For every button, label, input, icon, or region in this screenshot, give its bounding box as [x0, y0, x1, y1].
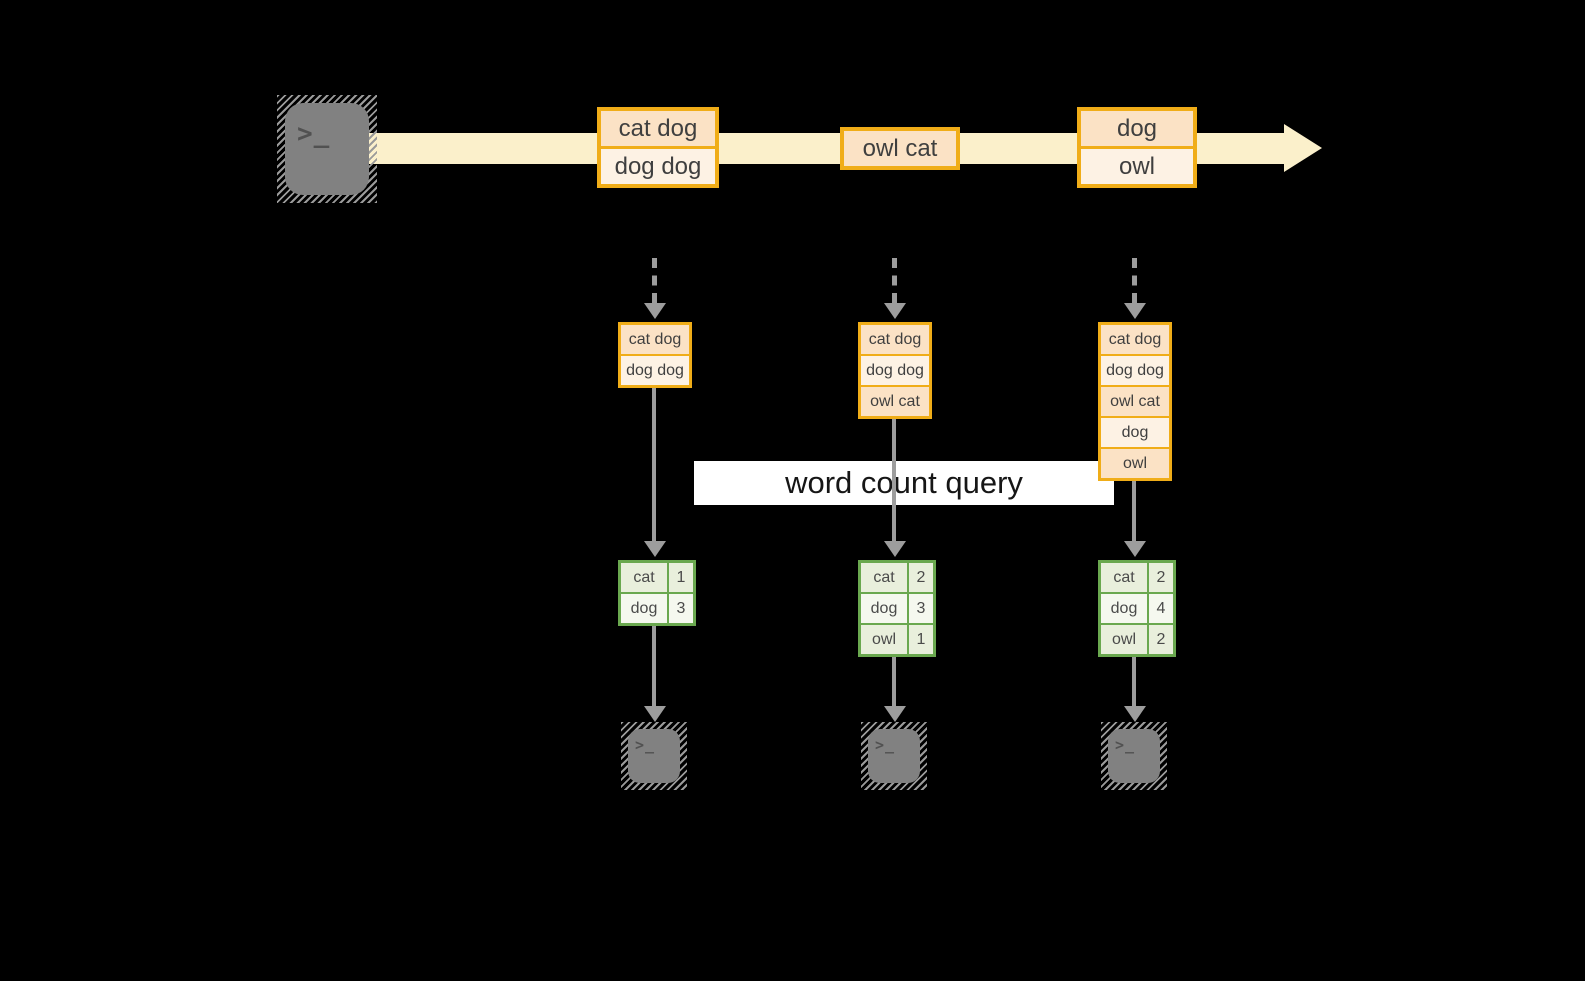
- count-value: 4: [1149, 594, 1173, 623]
- arrowhead-down-icon: [644, 541, 666, 557]
- terminal-prompt-glyph: >_: [297, 119, 331, 149]
- terminal-prompt-glyph: >_: [875, 736, 896, 754]
- state-box-1: cat dog dog dog: [618, 322, 692, 388]
- terminal-body: [1108, 729, 1160, 783]
- stream-message-3: dog owl: [1077, 107, 1197, 188]
- arrowhead-down-icon: [644, 303, 666, 319]
- count-word: owl: [861, 625, 907, 654]
- count-word: cat: [861, 563, 907, 592]
- count-word: cat: [1101, 563, 1147, 592]
- count-table-3: cat 2 dog 4 owl 2: [1098, 560, 1176, 657]
- state-box-3: cat dog dog dog owl cat dog owl: [1098, 322, 1172, 481]
- solid-connector: [652, 388, 656, 541]
- count-word: cat: [621, 563, 667, 592]
- dashed-connector: [652, 258, 657, 303]
- terminal-sink-icon: >_: [861, 722, 927, 790]
- query-label-band: word count query: [694, 461, 1114, 505]
- stream-message-2: owl cat: [840, 127, 960, 170]
- dashed-connector: [1132, 258, 1137, 303]
- arrowhead-down-icon: [644, 706, 666, 722]
- message-row: dog: [1081, 111, 1193, 146]
- count-word: dog: [861, 594, 907, 623]
- count-table-2: cat 2 dog 3 owl 1: [858, 560, 936, 657]
- terminal-prompt-glyph: >_: [1115, 736, 1136, 754]
- state-row: dog dog: [1101, 354, 1169, 385]
- arrowhead-down-icon: [884, 541, 906, 557]
- state-row: dog: [1101, 416, 1169, 447]
- count-word: owl: [1101, 625, 1147, 654]
- message-row: dog dog: [601, 146, 715, 184]
- terminal-body: [285, 103, 369, 195]
- query-label: word count query: [785, 465, 1023, 500]
- terminal-body: [628, 729, 680, 783]
- state-row: dog dog: [861, 354, 929, 385]
- count-value: 1: [909, 625, 933, 654]
- solid-connector: [892, 657, 896, 706]
- state-row: owl cat: [1101, 385, 1169, 416]
- terminal-source-icon: >_: [277, 95, 377, 203]
- arrowhead-down-icon: [884, 303, 906, 319]
- message-row: owl cat: [844, 131, 956, 166]
- count-word: dog: [1101, 594, 1147, 623]
- state-row: dog dog: [621, 354, 689, 385]
- solid-connector: [652, 626, 656, 706]
- count-table-1: cat 1 dog 3: [618, 560, 696, 626]
- count-value: 2: [909, 563, 933, 592]
- arrowhead-down-icon: [1124, 303, 1146, 319]
- terminal-sink-icon: >_: [621, 722, 687, 790]
- stream-message-1: cat dog dog dog: [597, 107, 719, 188]
- terminal-sink-icon: >_: [1101, 722, 1167, 790]
- stream-arrowhead-icon: [1284, 124, 1322, 172]
- solid-connector: [1132, 481, 1136, 541]
- state-box-2: cat dog dog dog owl cat: [858, 322, 932, 419]
- solid-connector: [1132, 657, 1136, 706]
- state-row: owl cat: [861, 385, 929, 416]
- arrowhead-down-icon: [1124, 706, 1146, 722]
- state-row: owl: [1101, 447, 1169, 478]
- count-value: 1: [669, 563, 693, 592]
- state-row: cat dog: [621, 325, 689, 354]
- count-word: dog: [621, 594, 667, 623]
- dashed-connector: [892, 258, 897, 303]
- terminal-prompt-glyph: >_: [635, 736, 656, 754]
- count-value: 2: [1149, 625, 1173, 654]
- terminal-body: [868, 729, 920, 783]
- solid-connector: [892, 419, 896, 541]
- arrowhead-down-icon: [1124, 541, 1146, 557]
- message-row: cat dog: [601, 111, 715, 146]
- count-value: 2: [1149, 563, 1173, 592]
- state-row: cat dog: [861, 325, 929, 354]
- count-value: 3: [669, 594, 693, 623]
- arrowhead-down-icon: [884, 706, 906, 722]
- message-row: owl: [1081, 146, 1193, 184]
- count-value: 3: [909, 594, 933, 623]
- state-row: cat dog: [1101, 325, 1169, 354]
